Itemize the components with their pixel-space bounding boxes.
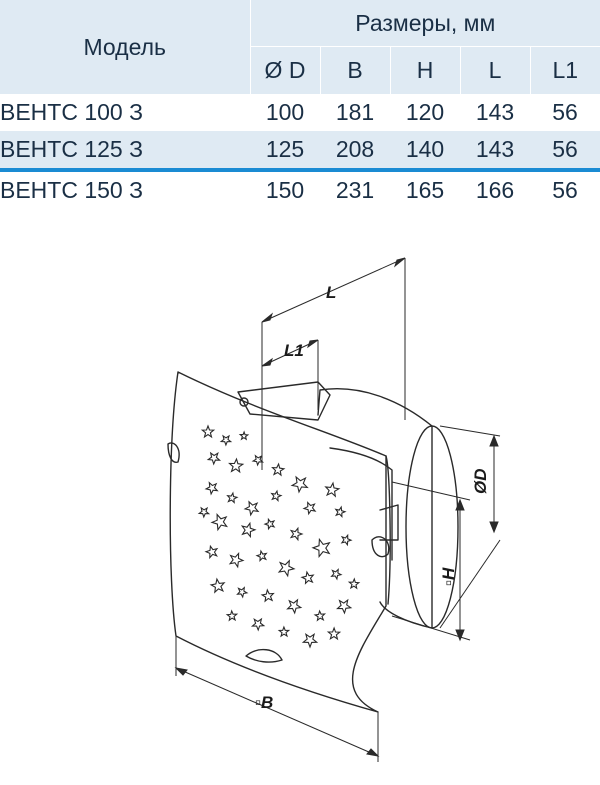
label-d: ØD <box>471 469 490 495</box>
value-d: 125 <box>250 131 320 172</box>
label-h: ▫H <box>439 567 458 586</box>
star-shape <box>204 481 219 496</box>
star-shape <box>200 424 216 439</box>
label-b: ▫B <box>255 693 273 712</box>
value-l: 143 <box>460 131 530 172</box>
star-shape <box>236 586 249 599</box>
star-shape <box>334 505 347 519</box>
star-shape <box>277 625 291 638</box>
value-b: 208 <box>320 131 390 172</box>
star-shape <box>263 517 276 531</box>
star-shape <box>250 617 266 632</box>
star-shape <box>301 633 319 649</box>
col-header-h: H <box>390 46 461 94</box>
model-name: ВЕНТС 100 З <box>0 99 143 125</box>
star-shape <box>228 457 245 474</box>
star-shape <box>270 489 283 503</box>
star-shape <box>326 626 342 641</box>
star-shape <box>226 491 239 504</box>
table-row: ВЕНТС 150 З 150 231 165 166 56 <box>0 170 600 209</box>
star-shape <box>251 454 265 467</box>
label-l1: L1 <box>284 341 304 360</box>
star-shape <box>228 552 245 569</box>
star-shape <box>340 533 353 547</box>
star-shape <box>238 430 250 441</box>
star-shape <box>336 598 353 615</box>
star-shape <box>210 513 229 532</box>
model-column-header: Модель <box>0 0 251 94</box>
star-shape <box>290 475 309 494</box>
col-header-b: B <box>320 46 391 94</box>
star-shape <box>204 544 219 560</box>
dimension-l1 <box>261 339 319 410</box>
star-shape <box>260 588 275 603</box>
value-b: 231 <box>335 177 375 203</box>
dimension-b <box>174 636 380 762</box>
value-h: 140 <box>390 131 460 172</box>
value-l: 166 <box>475 177 515 203</box>
table-subheader-row: Ø D B H L L1 <box>0 46 600 94</box>
star-shape <box>289 526 304 542</box>
star-shape <box>286 598 303 615</box>
star-shape <box>271 462 286 477</box>
value-b: 181 <box>335 99 375 125</box>
value-l: 143 <box>475 99 515 125</box>
star-shape <box>219 434 233 447</box>
star-shape <box>240 521 257 539</box>
mounting-plate <box>237 381 331 421</box>
dimension-h <box>391 481 471 642</box>
value-h: 165 <box>405 177 445 203</box>
star-shape <box>197 506 211 519</box>
star-pattern <box>197 424 361 649</box>
model-name: ВЕНТС 125 З <box>0 131 250 172</box>
value-d: 100 <box>265 99 305 125</box>
front-panel <box>169 371 387 713</box>
star-shape <box>347 577 361 590</box>
table-row: ВЕНТС 100 З 100 181 120 143 56 <box>0 94 600 131</box>
model-name: ВЕНТС 150 З <box>0 177 143 203</box>
dimension-d <box>439 425 501 629</box>
table-header-row: Модель Размеры, мм <box>0 0 600 94</box>
dimension-l <box>261 257 406 470</box>
fan-dimension-drawing: L L1 ØD ▫H ▫B <box>167 257 501 762</box>
star-shape <box>277 559 296 578</box>
star-shape <box>206 451 222 466</box>
star-shape <box>324 481 341 498</box>
star-shape <box>255 549 268 563</box>
col-header-d: Ø D <box>250 46 321 94</box>
value-d: 150 <box>265 177 305 203</box>
star-shape <box>330 568 343 581</box>
table-row: ВЕНТС 125 З 125 208 140 143 56 <box>0 131 600 172</box>
star-shape <box>300 570 315 585</box>
col-header-l1: L1 <box>530 46 600 94</box>
col-header-l: L <box>460 46 531 94</box>
value-h: 120 <box>405 99 445 125</box>
label-l: L <box>326 283 336 302</box>
value-l1: 56 <box>552 99 578 125</box>
star-shape <box>311 537 331 558</box>
star-shape <box>243 500 260 517</box>
star-shape <box>302 501 317 516</box>
value-l1: 56 <box>530 131 600 172</box>
sizes-header: Размеры, мм <box>250 0 600 47</box>
value-l1: 56 <box>552 177 578 203</box>
dimensions-table: Модель Размеры, мм Ø D B H L L1 ВЕНТС 10… <box>0 0 600 209</box>
star-shape <box>313 609 327 622</box>
star-shape <box>225 609 239 622</box>
star-shape <box>209 577 226 594</box>
